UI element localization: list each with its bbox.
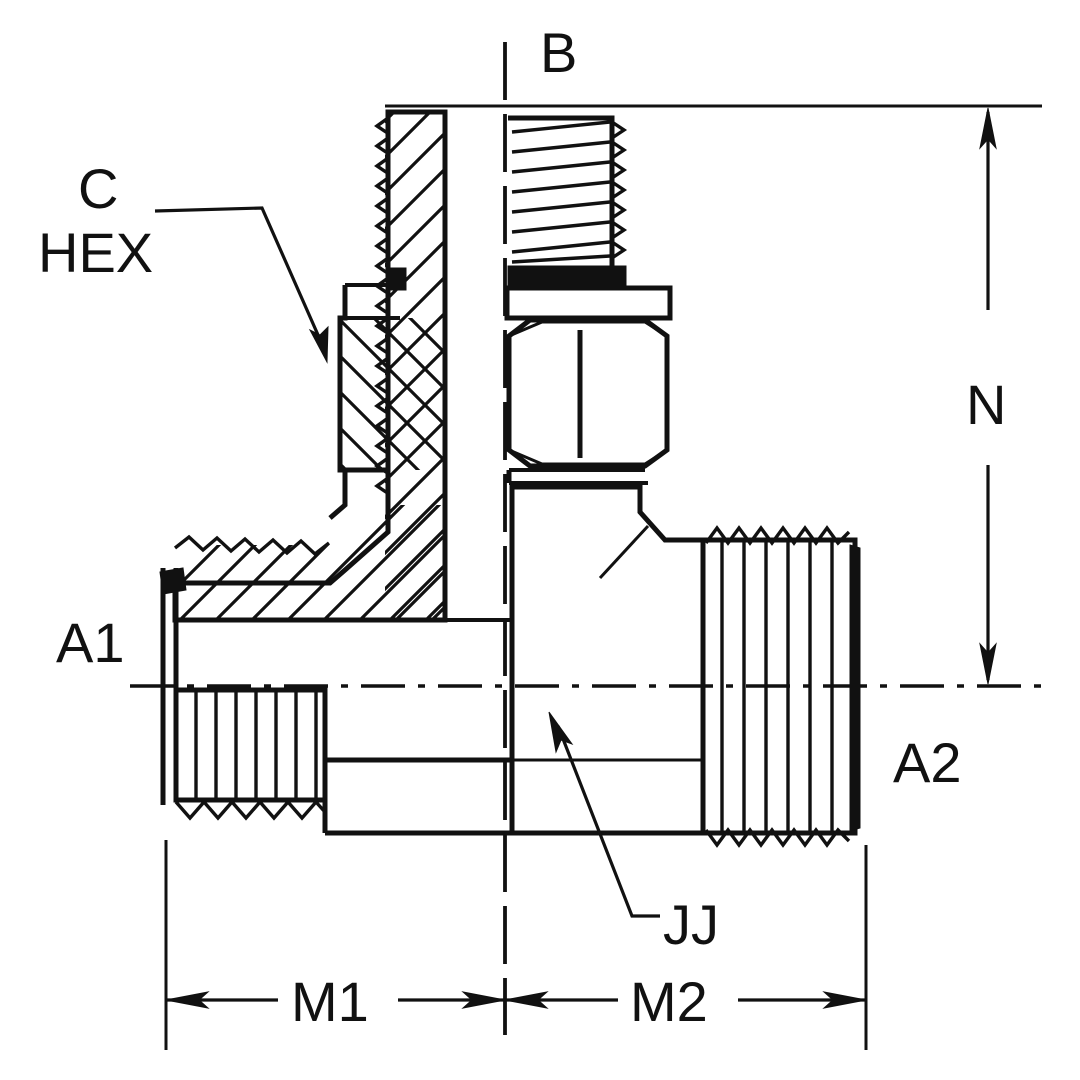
- branch-oring-seal: [507, 265, 627, 289]
- n-dimension-group: [979, 107, 997, 685]
- left-male-thread-a1: [159, 534, 331, 821]
- jj-leader-line: [548, 711, 660, 918]
- section-hatch-lower-boss: [340, 318, 445, 470]
- sectioned-hex-boss: [337, 267, 407, 473]
- branch-lower-flange: [506, 468, 648, 485]
- m-dimension-group: [164, 840, 868, 1050]
- branch-hex-nut: [506, 317, 670, 469]
- c-hex-leader-line: [154, 206, 329, 364]
- run-body-outline: [175, 484, 706, 836]
- label-port-a2: A2: [893, 731, 962, 794]
- label-dim-n: N: [966, 373, 1006, 436]
- label-dim-m2: M2: [630, 970, 708, 1033]
- branch-shoulder-step: [328, 468, 388, 520]
- label-dim-m1: M1: [291, 970, 369, 1033]
- label-port-a1: A1: [56, 611, 125, 674]
- label-callout-jj: JJ: [663, 893, 719, 956]
- run-body-internal-features: [512, 511, 703, 762]
- label-hex: HEX: [38, 221, 153, 284]
- right-male-thread-a2: [700, 525, 861, 848]
- label-branch-b: B: [540, 21, 577, 84]
- label-c: C: [78, 157, 118, 220]
- branch-male-thread: [508, 115, 628, 271]
